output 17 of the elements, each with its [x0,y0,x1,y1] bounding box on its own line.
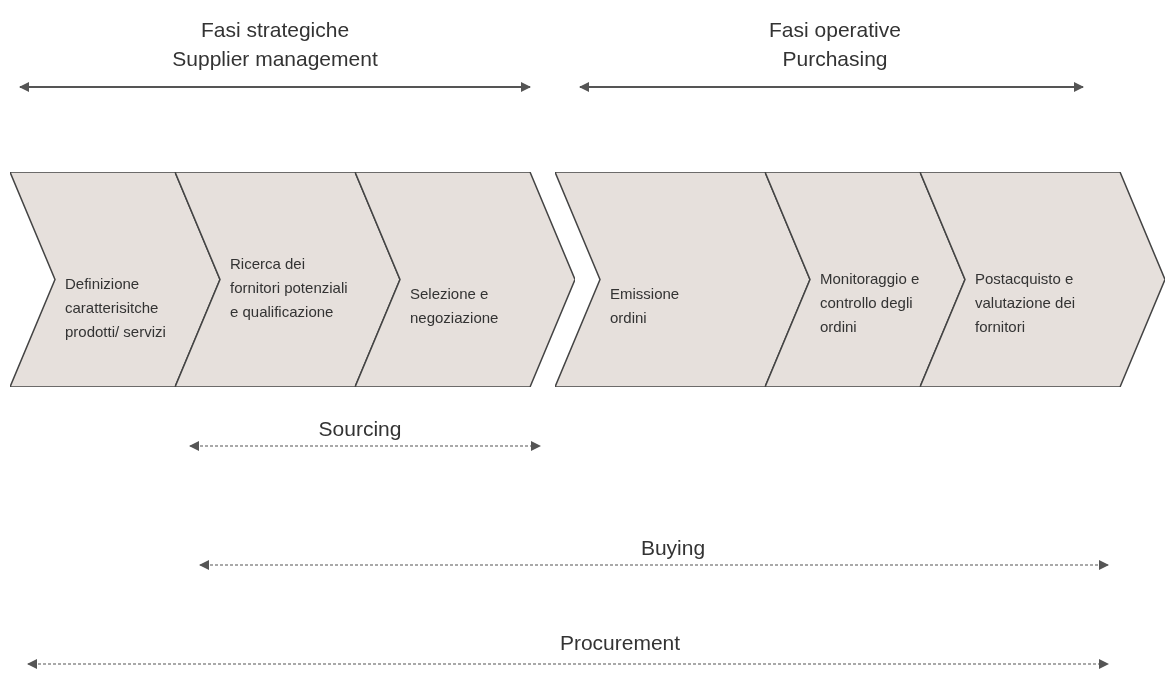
process-step [765,172,965,387]
step-label: Ricerca dei fornitori potenziali e qualificazione [230,254,349,322]
step-label: Monitoraggio e controllo degli ordini [820,269,921,337]
process-step [920,172,1165,387]
process-step [10,172,220,387]
phase-label: Buying [639,535,707,561]
phase-label: Sourcing [317,416,403,442]
process-step [175,172,400,387]
process-step [555,172,810,387]
step-label: Emissione ordini [610,284,681,328]
phase-label: Procurement [558,630,682,656]
step-label: Definizione caratterisitche prodotti/ servizi [65,274,167,342]
phase-label: Fasi strategiche Supplier management [171,17,379,72]
step-label: Postacquisto e valutazione dei fornitori [975,269,1077,337]
process-step [355,172,575,387]
phase-label: Fasi operative Purchasing [768,17,902,72]
step-label: Selezione e negoziazione [410,284,500,328]
